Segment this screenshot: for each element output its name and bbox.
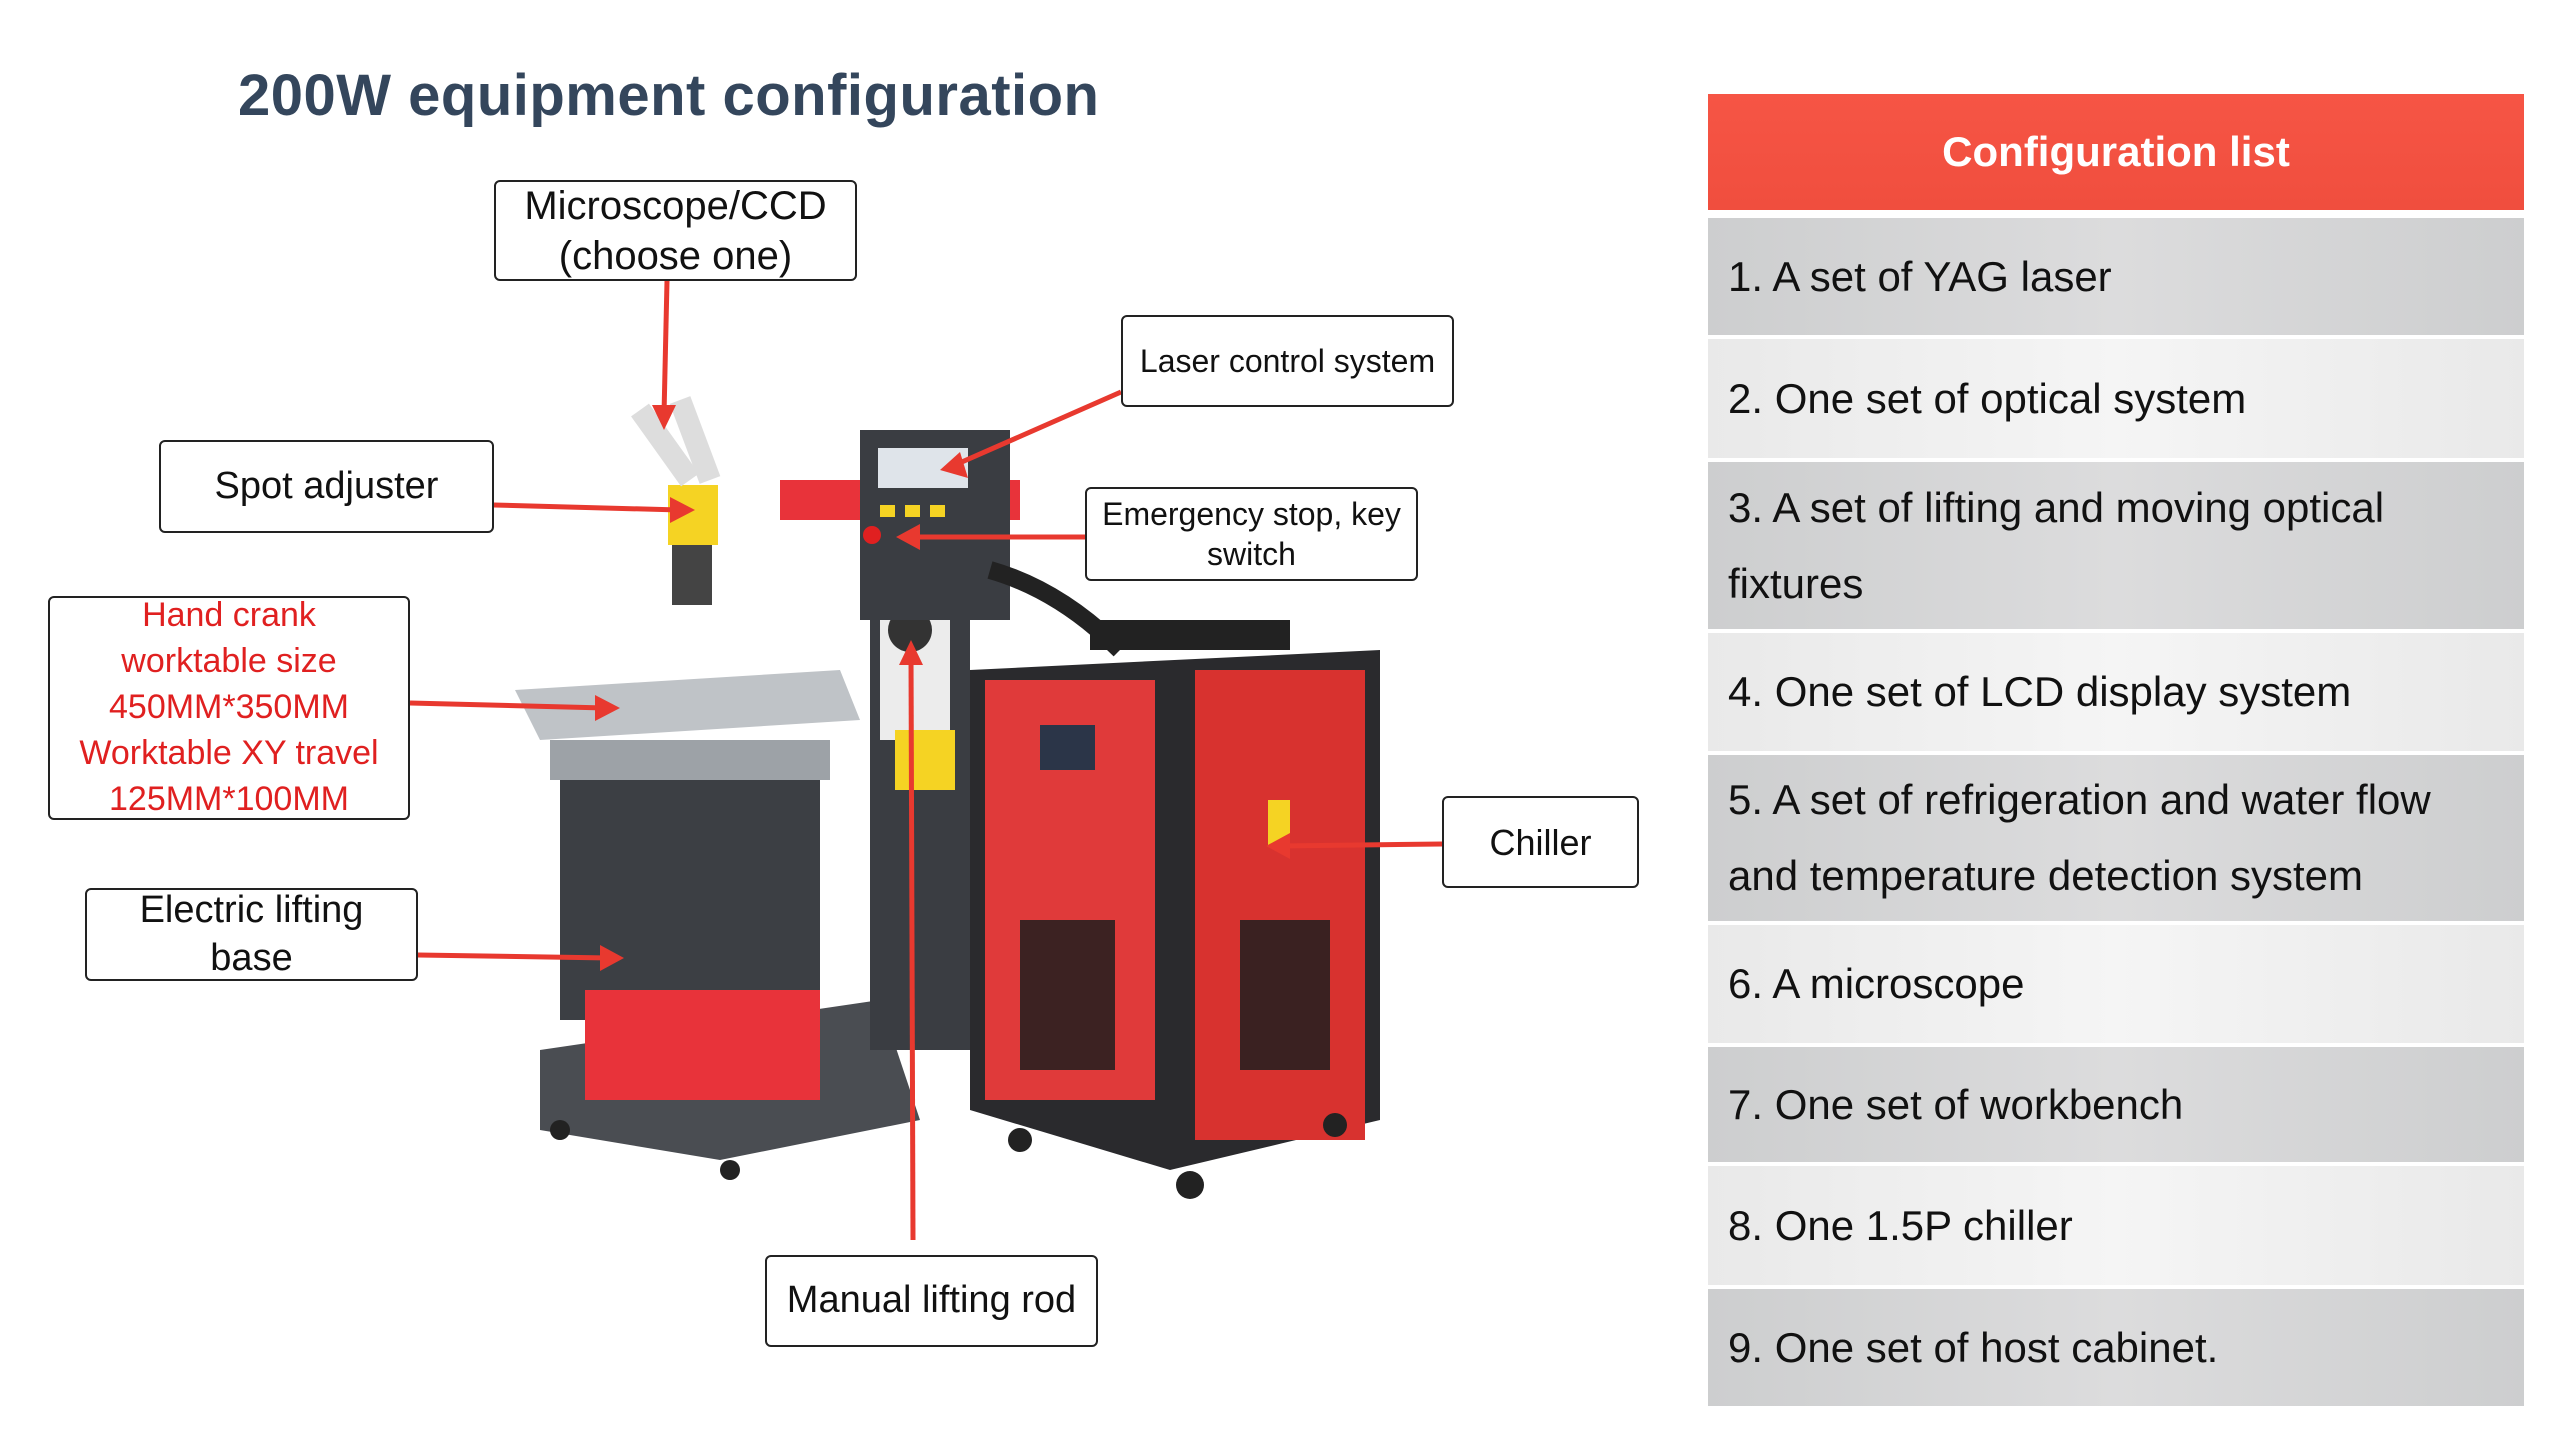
- hand-crank-line: 125MM*100MM: [109, 779, 349, 818]
- config-item: 7. One set of workbench: [1708, 1047, 2524, 1162]
- config-item: 4. One set of LCD display system: [1708, 633, 2524, 751]
- lifting-base-body: [560, 770, 820, 1020]
- callout-electric-lifting-base: Electric lifting base: [85, 888, 418, 981]
- callout-emergency-stop: Emergency stop, key switch: [1085, 487, 1418, 581]
- callout-laser-control-system: Laser control system: [1121, 315, 1454, 407]
- hand-crank-line: worktable size: [121, 642, 337, 681]
- config-item: 3. A set of lifting and moving optical f…: [1708, 462, 2524, 629]
- callout-hand-crank-worktable: Hand crank worktable size 450MM*350MM Wo…: [48, 596, 410, 820]
- configuration-list-header: Configuration list: [1708, 94, 2524, 210]
- hand-crank-line: 450MM*350MM: [109, 688, 349, 727]
- page-title: 200W equipment configuration: [238, 63, 1100, 128]
- worktable: [515, 670, 860, 740]
- callout-arrows: [409, 280, 1443, 1241]
- config-item: 6. A microscope: [1708, 925, 2524, 1043]
- hand-crank-line: Worktable XY travel: [79, 733, 379, 772]
- hand-crank-line: Hand crank: [142, 596, 316, 635]
- config-item: 8. One 1.5P chiller: [1708, 1166, 2524, 1285]
- lifting-base-red: [585, 990, 820, 1100]
- callout-microscope: Microscope/CCD (choose one): [494, 180, 857, 281]
- config-item: 9. One set of host cabinet.: [1708, 1289, 2524, 1406]
- callout-spot-adjuster: Spot adjuster: [159, 440, 494, 533]
- configuration-list: Configuration list 1. A set of YAG laser…: [1708, 94, 2524, 1406]
- callout-chiller: Chiller: [1442, 796, 1639, 888]
- config-item: 1. A set of YAG laser: [1708, 218, 2524, 335]
- config-item: 5. A set of refrigeration and water flow…: [1708, 755, 2524, 921]
- welding-machine-illustration: [409, 280, 1443, 1241]
- config-item: 2. One set of optical system: [1708, 339, 2524, 458]
- callout-manual-lifting-rod: Manual lifting rod: [765, 1255, 1098, 1347]
